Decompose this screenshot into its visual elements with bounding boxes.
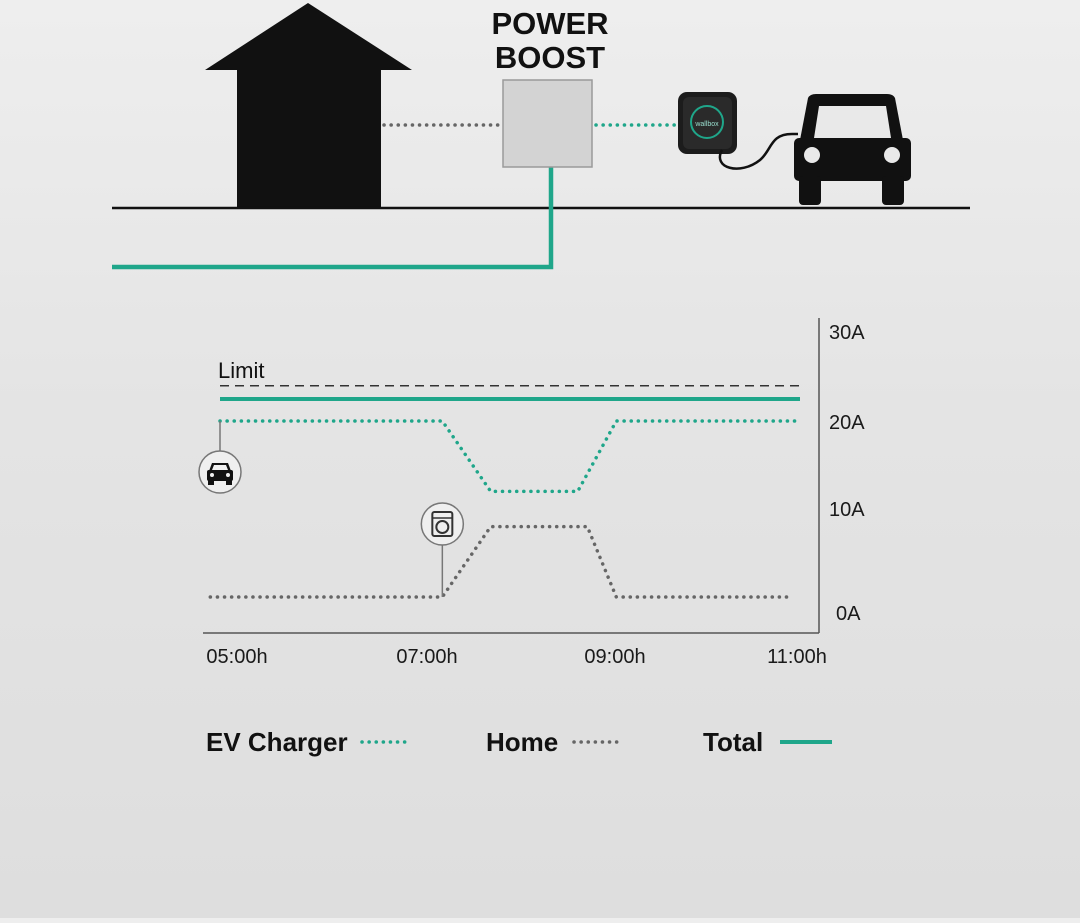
- x-tick-label: 09:00h: [584, 646, 645, 668]
- legend-total-label: Total: [703, 727, 763, 757]
- x-tick-label: 11:00h: [767, 646, 827, 668]
- series-layer: [208, 397, 802, 599]
- wallbox-charger-icon: wallbox: [678, 92, 737, 154]
- charger-brand-label: wallbox: [694, 121, 719, 128]
- x-tick-label: 07:00h: [396, 646, 457, 668]
- grid-supply-line: [112, 167, 554, 270]
- current-chart: Limit 05:00h 07:00h 09:00h 11:00h 30A 20A 10A…: [198, 318, 865, 668]
- series-home-line: [208, 524, 793, 599]
- power-boost-title-line1: POWER: [491, 6, 608, 41]
- x-tick-labels: 05:00h 07:00h 09:00h 11:00h: [206, 646, 826, 668]
- car-icon: [207, 463, 233, 485]
- y-tick-labels: 30A 20A 10A 0A: [829, 322, 865, 625]
- installation-diagram: POWER BOOST wallbox: [112, 3, 970, 270]
- limit-label: Limit: [218, 358, 264, 383]
- charging-cable: [718, 132, 798, 170]
- y-tick-label: 10A: [829, 499, 865, 521]
- y-tick-label: 20A: [829, 412, 865, 434]
- legend-home-label: Home: [486, 727, 558, 757]
- power-boost-meter-box: [502, 79, 593, 168]
- legend-ev-charger-label: EV Charger: [206, 727, 348, 757]
- car-icon: [794, 94, 911, 205]
- washing-machine-icon-marker: [420, 502, 465, 597]
- legend: EV Charger Home Total: [206, 727, 832, 757]
- annotation-layer: [198, 421, 465, 597]
- series-ev-charger-line: [218, 419, 802, 494]
- y-tick-label: 30A: [829, 322, 865, 344]
- y-tick-label: 0A: [836, 603, 861, 625]
- washing-machine-icon: [431, 511, 454, 537]
- car-icon-marker: [198, 421, 242, 494]
- power-boost-title-line2: BOOST: [495, 40, 605, 75]
- x-tick-label: 05:00h: [206, 646, 267, 668]
- house-icon: [205, 3, 412, 208]
